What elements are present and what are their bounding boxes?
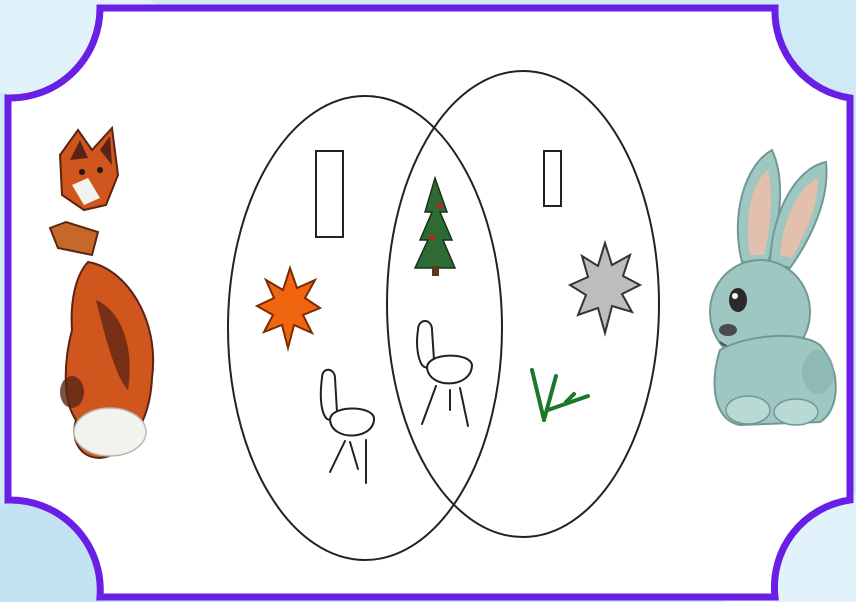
empty-rectangle-right [544, 151, 561, 206]
empty-rectangle-left [316, 151, 343, 237]
